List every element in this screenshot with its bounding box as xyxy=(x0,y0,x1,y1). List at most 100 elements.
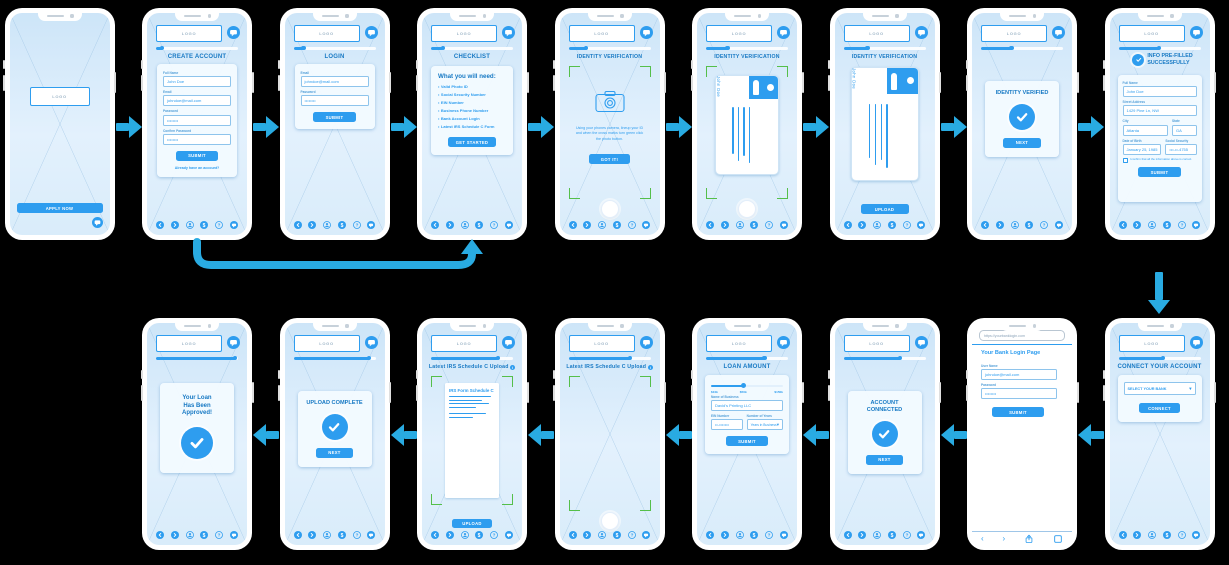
help-icon[interactable]: ? xyxy=(627,221,636,229)
chat-icon[interactable] xyxy=(1052,26,1065,39)
text-input[interactable]: •••••••• xyxy=(981,388,1057,400)
text-input[interactable]: January 25, 1985 xyxy=(1122,143,1162,155)
dollar-icon[interactable]: $ xyxy=(200,531,209,539)
back-icon[interactable] xyxy=(706,221,714,229)
chat-icon[interactable] xyxy=(227,26,240,39)
get-started-button[interactable]: GET STARTED xyxy=(447,137,497,147)
submit-button[interactable]: SUBMIT xyxy=(313,112,356,123)
dollar-icon[interactable]: $ xyxy=(475,531,484,539)
chat-icon[interactable] xyxy=(639,336,653,349)
chat-icon[interactable] xyxy=(1192,221,1201,229)
chat-icon[interactable] xyxy=(1054,221,1063,229)
browser-address-bar[interactable]: https://yourbanklogin.com xyxy=(979,330,1065,341)
next-button[interactable]: NEXT xyxy=(315,447,354,458)
text-input[interactable]: John Doe xyxy=(163,76,231,88)
person-icon[interactable] xyxy=(873,531,881,539)
chat-icon[interactable] xyxy=(367,221,376,229)
chat-icon[interactable] xyxy=(1192,531,1201,539)
dollar-icon[interactable]: $ xyxy=(475,221,484,229)
forward-icon[interactable] xyxy=(583,531,592,539)
chat-icon[interactable] xyxy=(229,531,238,539)
chat-icon[interactable] xyxy=(914,336,928,349)
forward-icon[interactable] xyxy=(445,531,454,539)
person-icon[interactable] xyxy=(735,221,744,229)
person-icon[interactable] xyxy=(460,531,469,539)
person-icon[interactable] xyxy=(735,531,744,539)
chat-icon[interactable] xyxy=(777,26,790,39)
text-input[interactable]: GA xyxy=(1172,124,1197,136)
help-icon[interactable]: ? xyxy=(352,531,361,539)
dollar-icon[interactable]: $ xyxy=(750,531,759,539)
forward-icon[interactable] xyxy=(858,531,867,539)
person-icon[interactable] xyxy=(1010,221,1019,229)
back-icon[interactable] xyxy=(843,221,852,229)
share-icon[interactable] xyxy=(1024,534,1034,544)
help-icon[interactable]: ? xyxy=(1040,221,1049,229)
text-input[interactable]: •••••••• xyxy=(300,95,369,107)
dollar-icon[interactable]: $ xyxy=(612,531,621,539)
text-input[interactable]: Atlanta xyxy=(1122,124,1168,136)
chat-icon[interactable] xyxy=(777,336,790,349)
back-icon[interactable] xyxy=(293,221,302,229)
back-icon[interactable] xyxy=(156,221,164,229)
text-input[interactable]: ••-••••••• xyxy=(711,419,743,431)
chat-icon[interactable] xyxy=(227,336,240,349)
person-icon[interactable] xyxy=(873,221,881,229)
help-icon[interactable]: ? xyxy=(352,221,361,229)
slider-handle[interactable] xyxy=(740,382,746,388)
chat-icon[interactable] xyxy=(779,531,788,539)
chat-icon[interactable] xyxy=(504,531,513,539)
help-icon[interactable]: ? xyxy=(490,221,499,229)
person-icon[interactable] xyxy=(1148,221,1156,229)
back-icon[interactable] xyxy=(568,221,577,229)
back-icon[interactable] xyxy=(1118,531,1127,539)
info-icon[interactable]: i xyxy=(647,364,653,370)
confirm-checkbox[interactable] xyxy=(1122,157,1129,164)
forward-icon[interactable] xyxy=(170,531,179,539)
shutter-button[interactable] xyxy=(600,512,619,530)
back-icon[interactable] xyxy=(706,531,714,539)
back-icon[interactable] xyxy=(431,221,439,229)
help-icon[interactable]: ? xyxy=(902,221,911,229)
back-icon[interactable] xyxy=(293,531,302,539)
person-icon[interactable] xyxy=(1148,531,1156,539)
shutter-button[interactable] xyxy=(738,200,756,218)
forward-icon[interactable] xyxy=(308,531,317,539)
chat-icon[interactable] xyxy=(639,26,653,39)
back-icon[interactable] xyxy=(1118,221,1127,229)
text-input[interactable]: John Doe xyxy=(1122,86,1197,98)
next-button[interactable]: NEXT xyxy=(1003,137,1041,148)
upload-button[interactable]: UPLOAD xyxy=(452,519,492,528)
chat-icon[interactable] xyxy=(914,26,928,39)
person-icon[interactable] xyxy=(323,531,331,539)
help-icon[interactable]: ? xyxy=(765,531,774,539)
dollar-icon[interactable]: $ xyxy=(1162,531,1171,539)
got-it-button[interactable]: GOT IT! xyxy=(589,154,630,164)
chat-icon[interactable] xyxy=(91,217,103,228)
forward-icon[interactable] xyxy=(170,221,179,229)
text-input[interactable]: johndoe@mail.com xyxy=(163,95,231,107)
chat-icon[interactable] xyxy=(229,221,238,229)
dollar-icon[interactable]: $ xyxy=(887,221,896,229)
chat-icon[interactable] xyxy=(502,26,515,39)
apply-now-button[interactable]: APPLY NOW xyxy=(16,203,103,213)
help-icon[interactable]: ? xyxy=(627,531,636,539)
submit-button[interactable]: SUBMIT xyxy=(726,436,768,447)
text-input[interactable]: •••••••• xyxy=(163,133,231,145)
text-input[interactable]: David's Printing LLC xyxy=(711,400,783,412)
back-icon[interactable] xyxy=(843,531,852,539)
back-icon[interactable] xyxy=(156,531,164,539)
chat-icon[interactable] xyxy=(1189,26,1203,39)
dollar-icon[interactable]: $ xyxy=(337,221,346,229)
forward-icon[interactable] xyxy=(1133,531,1142,539)
info-icon[interactable]: i xyxy=(510,364,516,370)
next-button[interactable]: NEXT xyxy=(865,454,904,465)
forward-icon[interactable] xyxy=(720,221,729,229)
person-icon[interactable] xyxy=(323,221,331,229)
person-icon[interactable] xyxy=(460,221,469,229)
chat-icon[interactable] xyxy=(367,531,376,539)
dollar-icon[interactable]: $ xyxy=(1162,221,1171,229)
chat-icon[interactable] xyxy=(642,531,651,539)
text-input[interactable]: 1429 Pine Ln, NW xyxy=(1122,105,1197,117)
chat-icon[interactable] xyxy=(364,26,378,39)
